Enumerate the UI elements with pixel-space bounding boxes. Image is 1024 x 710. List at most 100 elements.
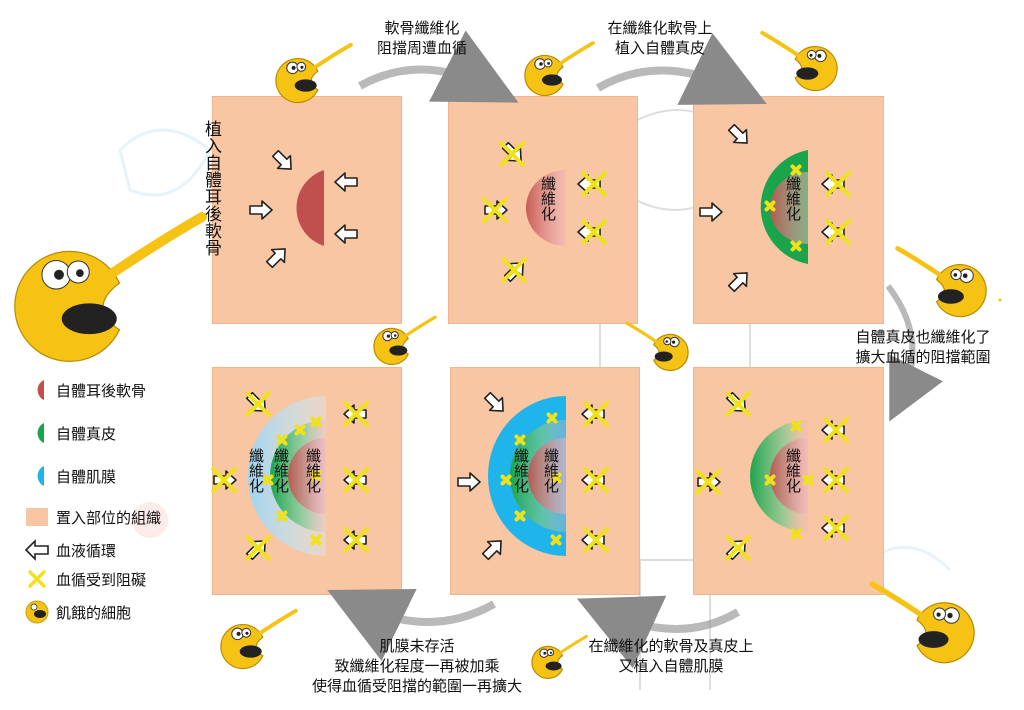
blocked-x-icon	[581, 219, 607, 245]
blocked-x-icon	[546, 412, 558, 424]
cartilage-shape	[296, 170, 324, 246]
blood-flow-arrow-icon	[821, 470, 845, 490]
blocked-x-icon	[514, 434, 526, 446]
fibrosis-label-p4a: 纖維化	[245, 448, 267, 498]
legend-label: 飢餓的細胞	[56, 603, 132, 622]
flow-arrow-2-3	[595, 33, 767, 105]
legend-item-dermis: 自體真皮	[24, 419, 116, 447]
blocked-x-icon	[501, 257, 527, 283]
fibrosis-text: 纖維化	[247, 448, 265, 493]
blood-flow-arrow-icon	[727, 123, 748, 144]
blocked-x-icon	[583, 527, 609, 553]
legend-label: 血循受到阻礙	[56, 570, 147, 589]
hungry-cell-character	[895, 246, 987, 318]
hungry-cell-character	[869, 581, 975, 664]
blocked-x-icon	[764, 200, 776, 212]
blocked-x-icon	[211, 467, 237, 493]
fibrosis-text: 纖維化	[784, 176, 802, 221]
blood-flow-arrow-icon	[821, 518, 845, 538]
caption-text: 軟骨纖維化 阻擋周遭血循	[376, 19, 467, 57]
fibrosis-text: 纖維化	[542, 448, 560, 493]
fibrosis-label-p2: 纖維化	[537, 176, 559, 226]
blocked-x-icon	[823, 515, 849, 541]
cartilage-swatch	[24, 377, 50, 403]
blood-flow-arrow-icon	[699, 202, 723, 222]
blocked-x-icon	[276, 434, 288, 446]
blocked-x-icon	[802, 474, 814, 486]
blocked-x-icon	[823, 417, 849, 443]
hungry-cell-character	[373, 315, 437, 366]
hungry-cell-character	[760, 30, 838, 92]
blood-flow-arrow-icon	[334, 224, 358, 244]
hungry-cell-icon	[24, 599, 50, 625]
caption-top-right: 在纖維化軟骨上 植入自體真皮	[585, 18, 735, 58]
hungry-cell-character	[14, 212, 207, 362]
blood-flow-arrow-icon	[334, 172, 358, 192]
implant-cartilage-label: 植入自體耳後軟骨	[199, 120, 221, 263]
caption-text: 肌膜未存活 致纖維化程度一再被加乘 使得血循受阻擋的範圍一再擴大	[311, 637, 522, 695]
blocked-x-icon	[695, 469, 721, 495]
caption-text: 在纖維化軟骨上 植入自體真皮	[607, 19, 713, 57]
fibrosis-text: 纖維化	[304, 448, 322, 493]
legend-item-fascia: 自體肌膜	[24, 462, 116, 490]
legend-item-implant-tissue: 置入部位的組織	[24, 503, 161, 531]
blocked-x-icon	[514, 510, 526, 522]
blood-flow-arrow-icon	[581, 404, 605, 424]
blocked-x-icon	[343, 527, 369, 553]
blocked-x-icon	[262, 474, 274, 486]
legend-label: 置入部位的組織	[56, 508, 162, 527]
caption-bottom-right: 在纖維化的軟骨及真皮上 又植入自體肌膜	[556, 636, 786, 676]
blocked-x-icon	[764, 474, 776, 486]
caption-bottom-left: 肌膜未存活 致纖維化程度一再被加乘 使得血循受阻擋的範圍一再擴大	[282, 636, 552, 696]
legend-label: 自體肌膜	[56, 467, 117, 486]
outline-arrow-icon	[24, 537, 50, 563]
implant-cartilage-text: 植入自體耳後軟骨	[201, 120, 221, 256]
blocked-x-icon	[482, 197, 508, 223]
blocked-x-icon	[294, 424, 306, 436]
blocked-x-icon	[500, 474, 512, 486]
blood-flow-arrow-icon	[249, 200, 273, 220]
fibrosis-text: 纖維化	[512, 448, 530, 493]
blocked-x-icon	[790, 164, 802, 176]
caption-text: 在纖維化的軟骨及真皮上 又植入自體肌膜	[588, 637, 754, 675]
blocked-x-icon	[790, 420, 802, 432]
blood-flow-arrow-icon	[727, 272, 748, 293]
fibrosis-label-p5a: 纖維化	[510, 448, 532, 498]
flow-arrow-6-5	[576, 595, 741, 669]
hungry-cell-character	[220, 608, 298, 670]
blocked-x-icon	[823, 467, 849, 493]
legend-label: 自體耳後軟骨	[56, 381, 147, 400]
blood-flow-arrow-icon	[821, 420, 845, 440]
legend-item-blood-flow: 血液循環	[24, 536, 116, 564]
blocked-x-icon	[343, 467, 369, 493]
blood-flow-arrow-icon	[581, 530, 605, 550]
blocked-x-icon	[583, 401, 609, 427]
blocked-x-icon	[343, 401, 369, 427]
blocked-x-icon	[583, 467, 609, 493]
blood-flow-arrow-icon	[271, 149, 292, 170]
blocked-x-icon	[310, 534, 322, 546]
blocked-x-icon	[310, 416, 322, 428]
fibrosis-text: 纖維化	[272, 448, 290, 493]
yellow-x-icon	[24, 566, 50, 592]
blocked-x-icon	[499, 141, 525, 167]
hungry-cell-character	[524, 41, 595, 97]
blood-flow-arrow-icon	[581, 470, 605, 490]
legend-label: 自體真皮	[56, 424, 117, 443]
fibrosis-text: 纖維化	[784, 448, 802, 493]
blocked-x-icon	[245, 535, 271, 561]
flow-arrow-3-6	[885, 284, 943, 422]
blocked-x-icon	[725, 535, 751, 561]
blocked-x-icon	[790, 528, 802, 540]
legend-item-blocked: 血循受到阻礙	[24, 565, 146, 593]
flow-arrow-5-4	[327, 589, 496, 661]
legend-item-cartilage: 自體耳後軟骨	[24, 376, 146, 404]
blocked-x-icon	[790, 240, 802, 252]
blocked-x-icon	[550, 534, 562, 546]
hungry-cell-character	[531, 634, 588, 679]
blocked-x-icon	[581, 171, 607, 197]
flow-arrow-1-2	[358, 30, 519, 103]
fibrosis-text: 纖維化	[539, 176, 557, 221]
fibrosis-label-p6: 纖維化	[782, 448, 804, 498]
